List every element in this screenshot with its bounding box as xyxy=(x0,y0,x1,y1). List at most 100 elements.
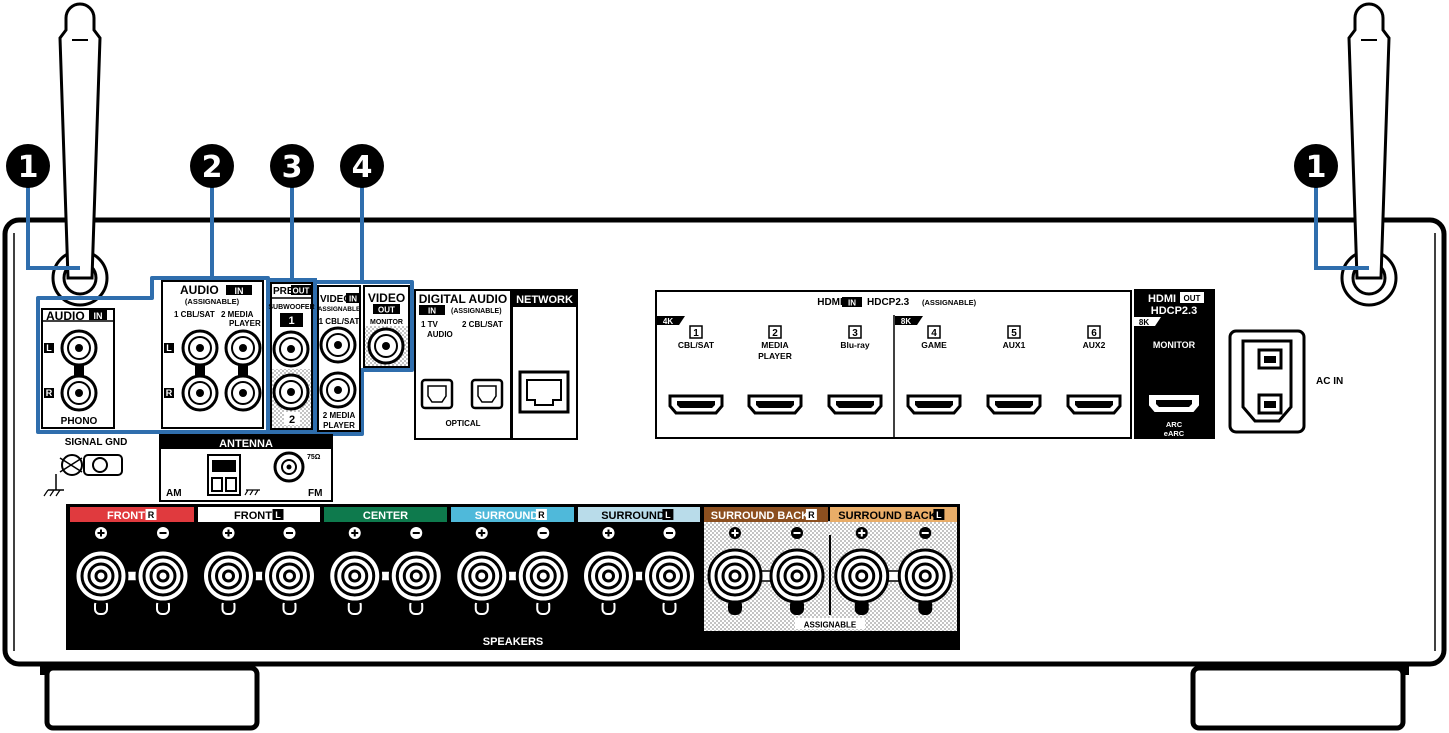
antenna-left xyxy=(51,2,109,307)
svg-text:4: 4 xyxy=(352,150,373,185)
callout-badge-3: 3 xyxy=(270,144,314,188)
callout-badge-1-left: 1 xyxy=(6,144,50,188)
speaker-channel-side: R xyxy=(808,510,815,520)
svg-text:2: 2 xyxy=(202,150,223,185)
optical-1-port xyxy=(420,378,454,410)
foot-left xyxy=(40,660,260,731)
callout-badge-4: 4 xyxy=(340,144,384,188)
svg-text:HDMI: HDMI xyxy=(1148,293,1176,305)
svg-text:IN: IN xyxy=(428,307,436,316)
speaker-channel-name: FRONT xyxy=(234,510,272,522)
preout-section: PRE OUT SUBWOOFER 1 2 xyxy=(268,282,315,430)
audio-in-section: AUDIO IN (ASSIGNABLE) 1 CBL/SAT 2 MEDIA … xyxy=(161,280,264,429)
svg-text:PLAYER: PLAYER xyxy=(323,421,355,430)
svg-text:HDMI: HDMI xyxy=(817,297,843,308)
svg-text:VIDEO: VIDEO xyxy=(320,294,351,305)
hdmi-port-label: MEDIA xyxy=(761,340,788,350)
speaker-channel-name: SURROUND xyxy=(601,510,665,522)
svg-text:SUBWOOFER: SUBWOOFER xyxy=(268,304,314,311)
svg-text:L: L xyxy=(166,343,172,353)
speaker-channel-name: FRONT xyxy=(107,510,145,522)
signal-gnd-section: SIGNAL GND xyxy=(43,437,128,497)
speaker-channel-side: L xyxy=(936,510,942,520)
svg-text:R: R xyxy=(46,388,53,398)
hdmi-port-label: AUX2 xyxy=(1083,340,1106,350)
svg-text:8K: 8K xyxy=(901,317,911,326)
hdmi-port-label: Blu-ray xyxy=(840,340,870,350)
svg-text:ARC: ARC xyxy=(1166,420,1183,429)
network-section: NETWORK xyxy=(511,289,578,440)
svg-text:AC IN: AC IN xyxy=(1316,376,1343,387)
video-in-section: VIDEO IN ASSIGNABLE 1 CBL/SAT 2 MEDIA PL… xyxy=(317,285,361,432)
hdmi-port-number: 3 xyxy=(852,328,858,339)
callout-badge-2: 2 xyxy=(190,144,234,188)
antenna-terminal-section: ANTENNA AM 75Ω FM xyxy=(159,434,333,502)
svg-text:1: 1 xyxy=(288,315,294,327)
svg-text:OUT: OUT xyxy=(293,287,310,296)
optical-2-port xyxy=(470,378,504,410)
svg-text:(ASSIGNABLE): (ASSIGNABLE) xyxy=(922,298,977,307)
ac-in-section: AC IN xyxy=(1228,329,1343,434)
svg-text:SIGNAL GND: SIGNAL GND xyxy=(65,437,128,448)
svg-text:MONITOR: MONITOR xyxy=(370,319,403,326)
svg-text:2 MEDIA: 2 MEDIA xyxy=(221,310,254,319)
svg-text:4K: 4K xyxy=(663,317,673,326)
speaker-channel-3: CENTER xyxy=(324,507,447,615)
hdmi-port-number: 5 xyxy=(1011,328,1017,339)
svg-text:2 CBL/SAT: 2 CBL/SAT xyxy=(462,320,503,329)
svg-text:75Ω: 75Ω xyxy=(307,454,321,461)
svg-text:PLAYER: PLAYER xyxy=(229,319,261,328)
svg-text:eARC: eARC xyxy=(1164,429,1185,438)
speaker-channel-side: L xyxy=(275,510,281,520)
svg-text:AUDIO: AUDIO xyxy=(180,283,219,297)
svg-text:ANTENNA: ANTENNA xyxy=(219,438,273,450)
svg-text:NETWORK: NETWORK xyxy=(516,294,573,306)
svg-text:1 CBL/SAT: 1 CBL/SAT xyxy=(174,310,215,319)
svg-text:IN: IN xyxy=(848,299,856,308)
speaker-channel-name: SURROUND BACK xyxy=(711,510,809,522)
hdmi-port-label: CBL/SAT xyxy=(678,340,715,350)
svg-text:FM: FM xyxy=(308,488,322,499)
callout-lines xyxy=(26,182,1369,282)
svg-text:2 MEDIA: 2 MEDIA xyxy=(323,411,356,420)
svg-text:AM: AM xyxy=(166,488,182,499)
svg-text:OPTICAL: OPTICAL xyxy=(445,419,480,428)
svg-text:8K: 8K xyxy=(1139,318,1149,327)
hdmi-port-label: AUX1 xyxy=(1003,340,1026,350)
svg-text:1 TV: 1 TV xyxy=(421,320,439,329)
svg-text:1: 1 xyxy=(1306,150,1327,185)
svg-text:IN: IN xyxy=(235,286,244,296)
svg-text:PRE: PRE xyxy=(273,286,294,297)
hdmi-port-label-2: PLAYER xyxy=(758,351,792,361)
svg-text:AUDIO: AUDIO xyxy=(427,330,453,339)
speaker-channel-name: CENTER xyxy=(363,510,408,522)
svg-text:VIDEO: VIDEO xyxy=(368,291,405,305)
svg-text:IN: IN xyxy=(94,311,103,321)
svg-text:IN: IN xyxy=(349,295,357,304)
svg-text:ASSIGNABLE: ASSIGNABLE xyxy=(804,621,857,630)
hdmi-port-number: 1 xyxy=(693,328,699,339)
speaker-channel-name: SURROUND xyxy=(475,510,539,522)
callout-badge-1-right: 1 xyxy=(1294,144,1338,188)
svg-text:2: 2 xyxy=(289,414,295,426)
antenna-right xyxy=(1340,2,1398,307)
svg-text:DIGITAL AUDIO: DIGITAL AUDIO xyxy=(419,292,507,306)
svg-text:(ASSIGNABLE): (ASSIGNABLE) xyxy=(451,308,502,315)
hdmi-port-label: GAME xyxy=(921,340,947,350)
svg-text:OUT: OUT xyxy=(1184,294,1201,303)
video-out-section: VIDEO OUT MONITOR xyxy=(363,285,410,368)
svg-text:R: R xyxy=(166,388,173,398)
